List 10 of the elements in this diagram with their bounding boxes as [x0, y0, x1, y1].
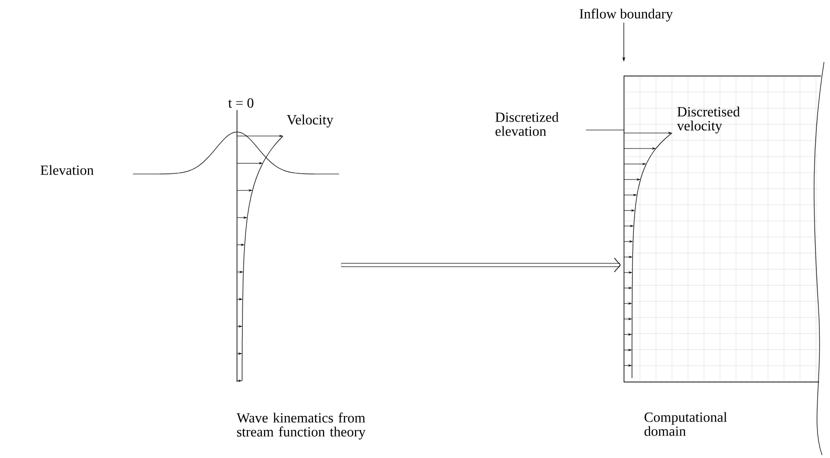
label: Discretised velocity [677, 106, 740, 134]
node-label: Wave kinematics from stream function theory [236, 412, 366, 440]
label: Velocity [286, 114, 334, 128]
node-label: Computational domain [644, 412, 727, 436]
label: Elevation [40, 165, 94, 175]
grid-domain-drawing [586, 62, 824, 456]
label: Discretized elevation [495, 112, 559, 136]
arrow [341, 258, 621, 272]
boundary-label: Inflow boundary [580, 8, 673, 22]
wave-drawing [132, 110, 340, 382]
